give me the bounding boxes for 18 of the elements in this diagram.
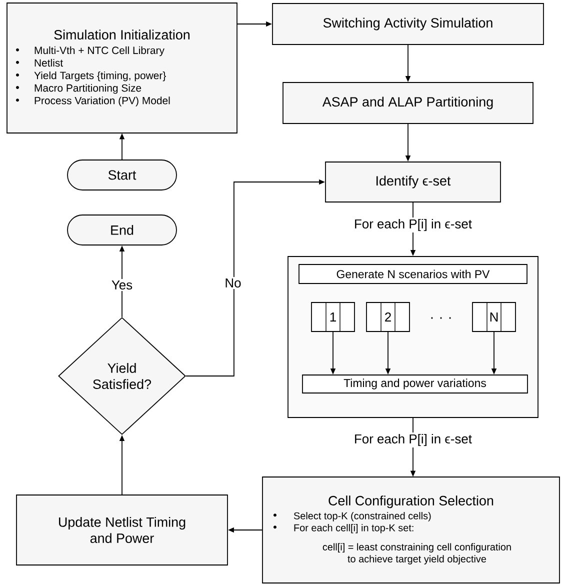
edge-label: For each P[i] in ϵ-set [352,432,474,448]
process-box: Switching Activity Simulation [272,3,544,45]
ellipsis: . . . [431,317,451,319]
process-box: Cell Configuration Selection Select top-K (constrained cells) For each cell[i] in top-K set: cell[i] = least constraining cell configuration to achieve target yield objective [262,476,560,584]
terminator-box: End [67,214,177,246]
register-box: 2 [366,302,410,332]
edge-label: For each P[i] in ϵ-set [352,217,474,233]
process-box: Generate N scenarios with PV [298,264,528,284]
register-box: N [472,302,516,332]
edge-label: No [223,276,243,290]
process-box: ASAP and ALAP Partitioning [282,82,534,124]
edge-label: Yes [110,278,134,292]
process-box: Update Netlist Timing and Power [16,494,228,566]
process-box: Simulation Initialization Multi-Vth + NTC Cell Library Netlist Yield Targets {timing, power} Macro Partitioning Size Process Variation (PV) Model [6,2,238,134]
process-box: Identify ϵ-set [325,162,501,202]
register-box: 1 [311,302,355,332]
terminator-box: Start [67,160,177,190]
process-box: Timing and power variations [302,374,528,394]
